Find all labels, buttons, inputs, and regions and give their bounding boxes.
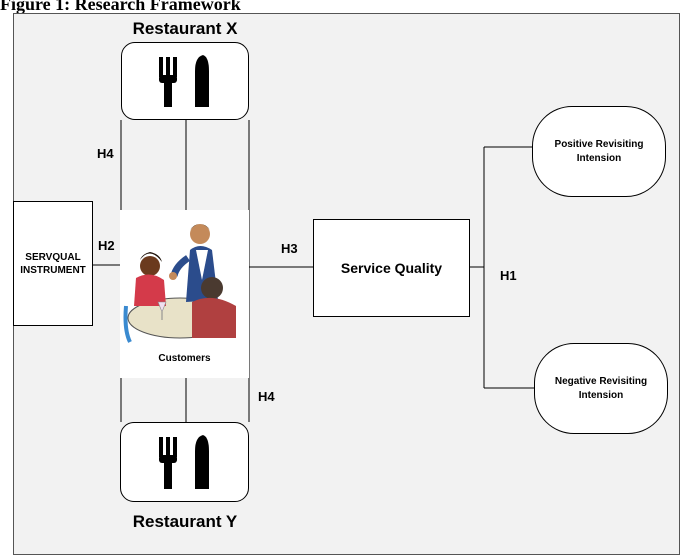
h4-top-label: H4	[97, 146, 114, 161]
h2-label: H2	[98, 238, 115, 253]
restaurant-y-box	[120, 422, 249, 502]
customers-panel	[120, 210, 249, 378]
h3-label: H3	[281, 241, 298, 256]
negative-line2: Intension	[578, 389, 624, 401]
h1-label: H1	[500, 268, 517, 283]
negative-revisiting-oval: Negative Revisiting Intension	[534, 343, 668, 434]
positive-revisiting-oval: Positive Revisiting Intension	[532, 106, 666, 197]
waiter-serving-diners-illustration	[123, 224, 236, 343]
negative-line1: Negative Revisiting	[554, 375, 648, 387]
restaurant-y-label: Restaurant Y	[132, 512, 238, 531]
servqual-line1: SERVQUAL	[25, 251, 81, 263]
fork-knife-icon	[159, 55, 209, 107]
fork-knife-icon	[158, 435, 209, 489]
positive-line1: Positive Revisiting	[554, 138, 644, 150]
restaurant-x-box	[121, 42, 249, 120]
restaurant-x-label: Restaurant X	[132, 19, 238, 38]
h4-bottom-label: H4	[258, 389, 275, 404]
servqual-instrument-box: SERVQUAL INSTRUMENT	[13, 201, 93, 326]
customers-label: Customers	[158, 353, 211, 364]
servqual-line2: INSTRUMENT	[20, 264, 86, 276]
service-quality-box: Service Quality	[313, 219, 470, 317]
positive-line2: Intension	[576, 152, 622, 164]
figure-title: Figure 1: Research Framework	[0, 0, 241, 14]
